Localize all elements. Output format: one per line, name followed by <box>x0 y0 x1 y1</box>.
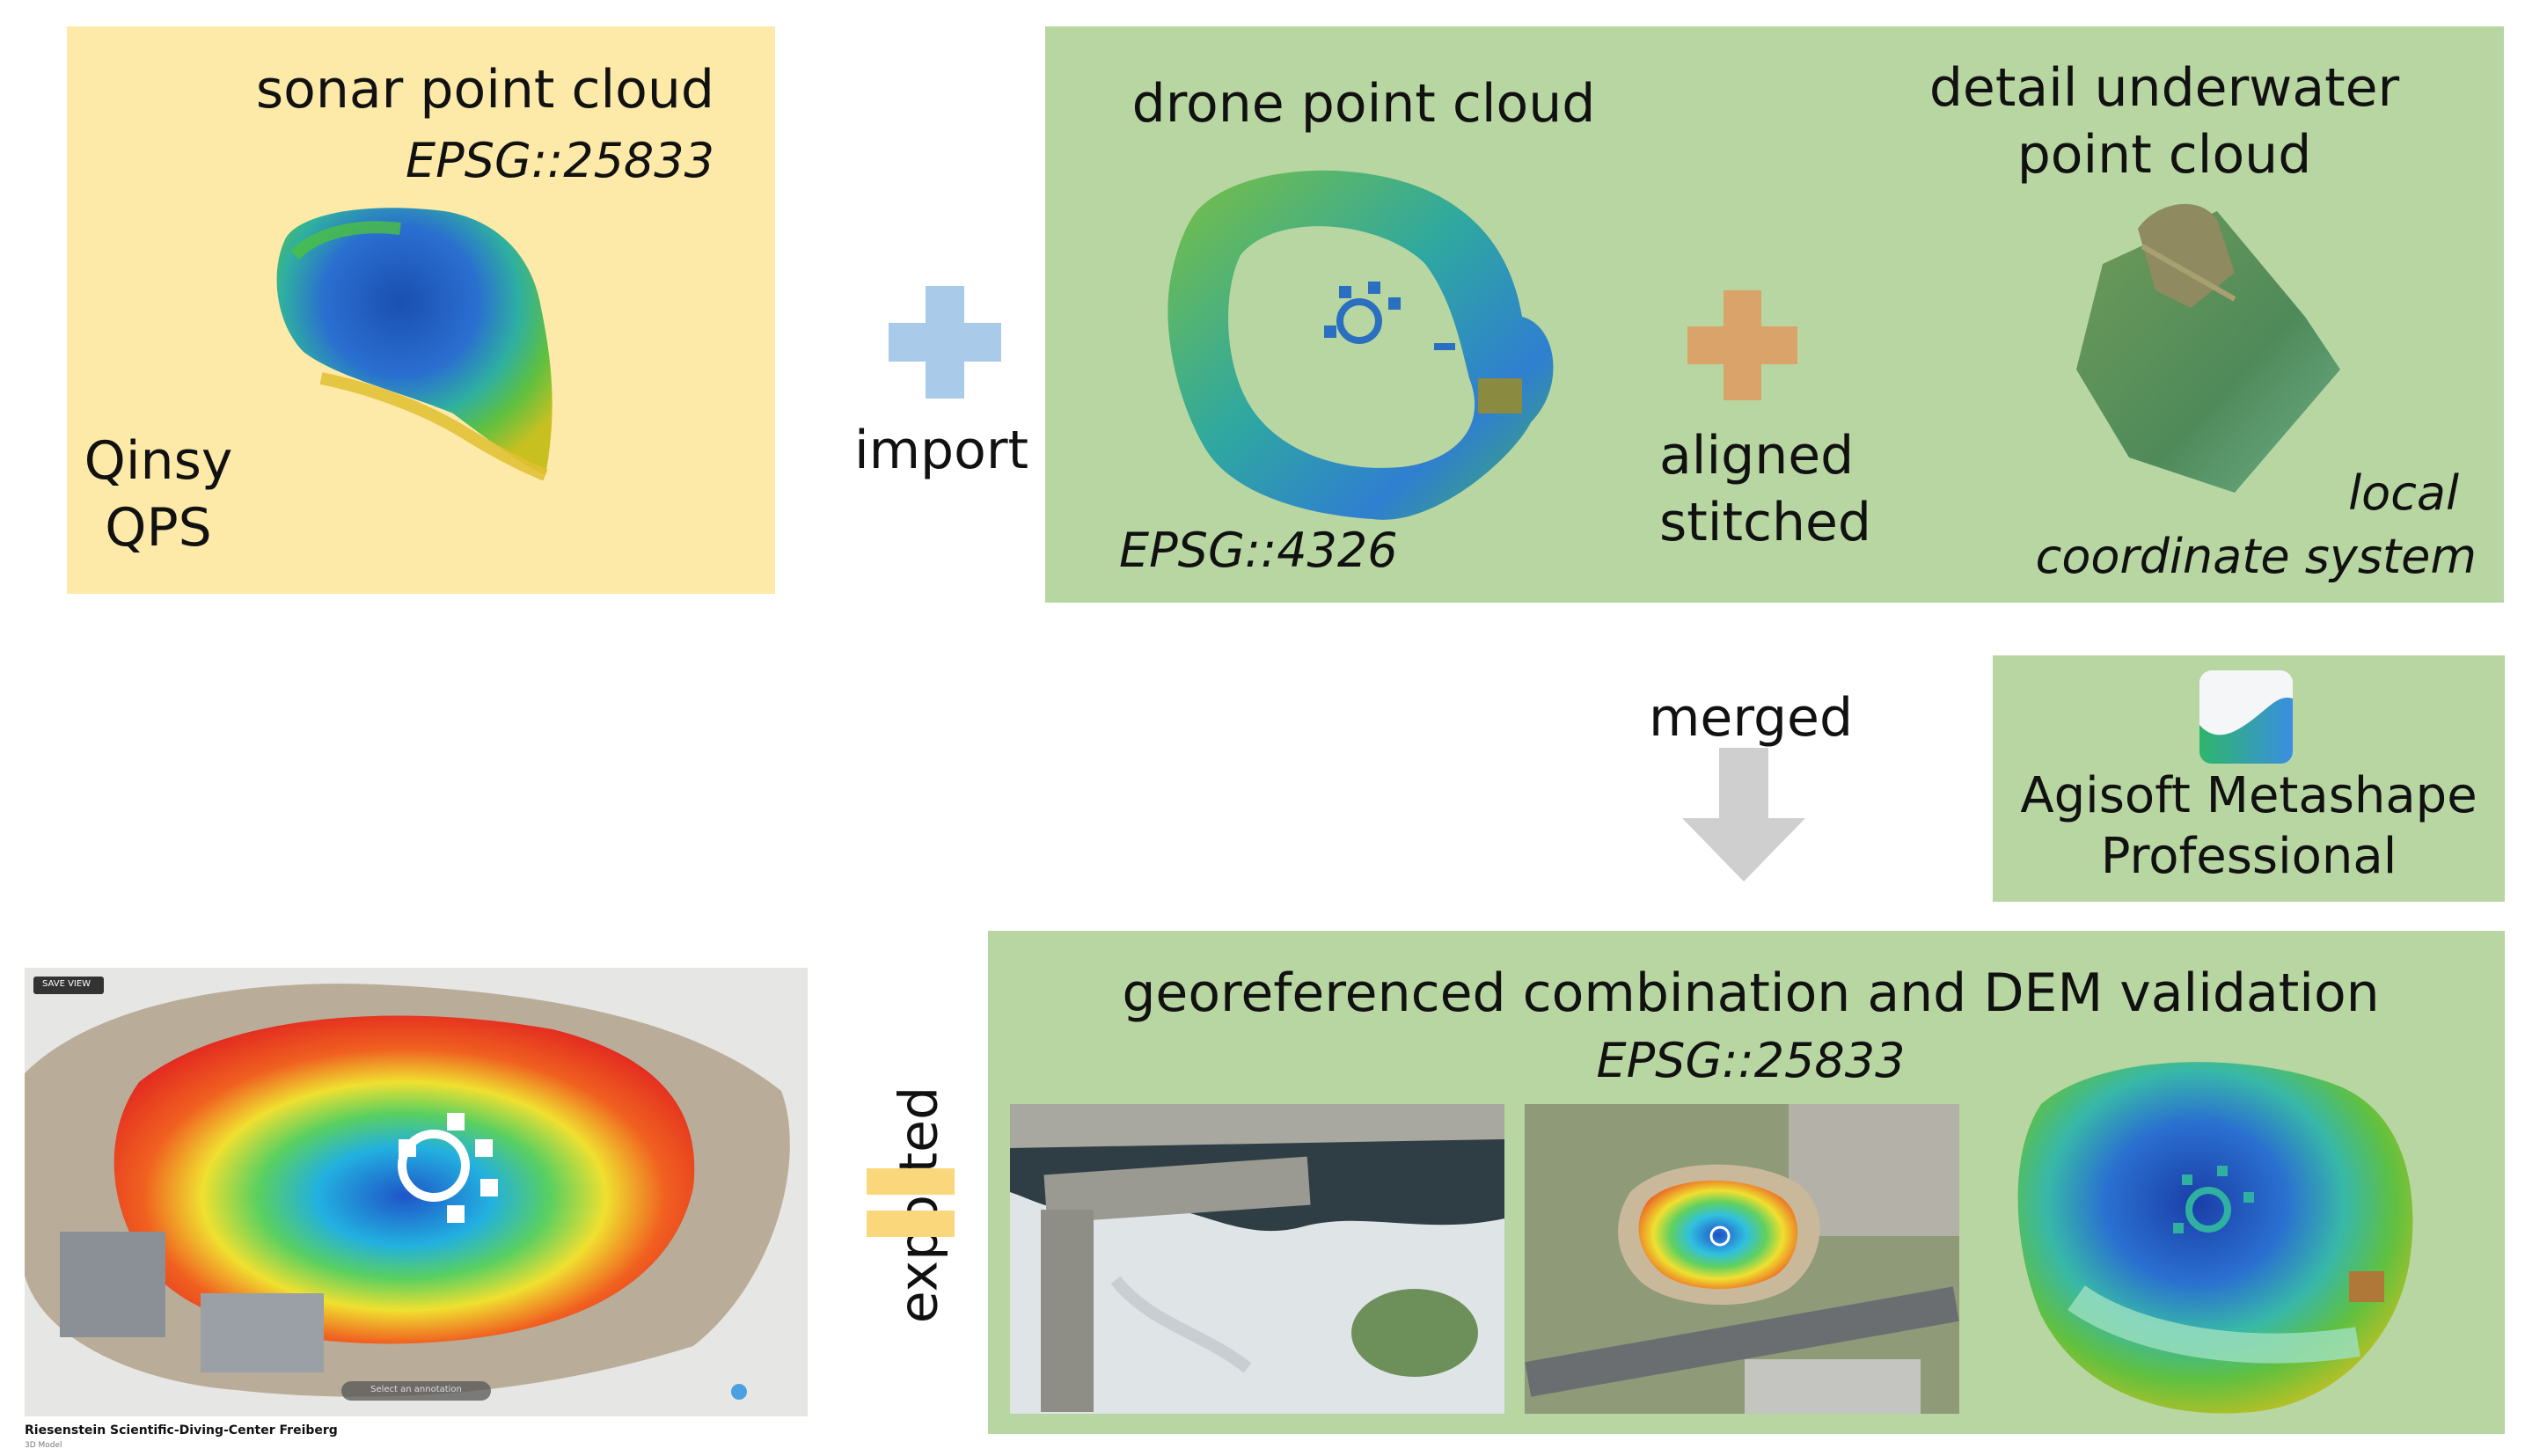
save-view-button[interactable]: SAVE VIEW <box>42 979 91 989</box>
detail-coord-system: coordinate system <box>2035 529 2477 584</box>
equals-icon <box>867 1168 955 1239</box>
sonar-title: sonar point cloud <box>255 59 714 121</box>
drone-point-cloud-image <box>1144 158 1584 537</box>
sonar-software-vendor: QPS <box>105 497 212 559</box>
stitched-label: stitched <box>1659 492 1871 553</box>
detail-title-line2: point cloud <box>2016 124 2312 186</box>
jetty-closeup-image <box>1010 1104 1504 1414</box>
down-arrow-icon <box>1682 748 1805 882</box>
detail-coord-local: local <box>2348 465 2459 521</box>
web-viewer-screenshot: SAVE VIEW Select an annotation <box>25 968 808 1416</box>
viewer-caption: Riesenstein Scientific-Diving-Center Fre… <box>25 1423 338 1438</box>
sonar-point-cloud-image <box>268 202 567 493</box>
metashape-logo-icon <box>2199 670 2293 764</box>
dem-validation-image <box>2006 1051 2428 1421</box>
combination-epsg: EPSG::25833 <box>1596 1033 1906 1088</box>
agisoft-name: Agisoft Metashape <box>2020 767 2477 824</box>
aerial-overlay-image <box>1525 1104 1959 1414</box>
combination-title: georeferenced combination and DEM valida… <box>1122 962 2380 1024</box>
agisoft-edition: Professional <box>2100 828 2397 885</box>
drone-epsg: EPSG::4326 <box>1119 523 1398 578</box>
aligned-label: aligned <box>1659 425 1855 487</box>
plus-icon-blue <box>889 286 1001 399</box>
plus-icon-orange <box>1687 290 1797 400</box>
merged-label: merged <box>1648 687 1854 749</box>
detail-title-line1: detail underwater <box>1929 57 2400 119</box>
annotation-select[interactable]: Select an annotation <box>370 1385 462 1394</box>
sonar-software-name: Qinsy <box>84 430 233 492</box>
drone-title: drone point cloud <box>1131 73 1596 135</box>
viewer-sub-caption: 3D Model <box>25 1441 62 1450</box>
sonar-epsg: EPSG::25833 <box>406 133 714 188</box>
import-label: import <box>853 420 1029 481</box>
detail-point-cloud-image <box>2059 194 2349 501</box>
